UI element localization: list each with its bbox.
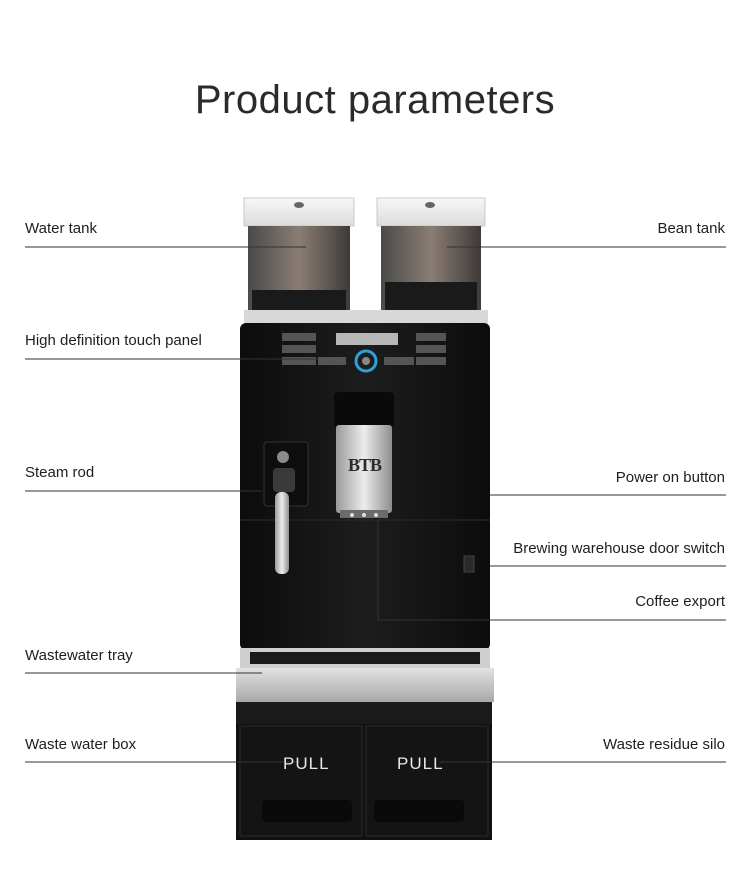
page-title: Product parameters (194, 78, 556, 122)
drawers (236, 702, 492, 840)
label-waste-residue-silo: Waste residue silo (603, 736, 725, 753)
water-tank (243, 197, 355, 312)
touch-panel (282, 333, 446, 373)
label-steam-rod: Steam rod (25, 464, 95, 481)
label-door-switch: Brewing warehouse door switch (513, 540, 725, 557)
wastewater-tray (236, 648, 494, 702)
label-waste-water-box: Waste water box (25, 736, 137, 753)
coffee-dispenser (334, 392, 394, 518)
label-power-button: Power on button (615, 469, 725, 486)
pull-label-right: PULL (397, 754, 444, 773)
leader-lines (25, 246, 726, 763)
label-wastewater-tray: Wastewater tray (25, 647, 133, 664)
label-touch-panel: High definition touch panel (25, 332, 202, 349)
label-coffee-export: Coffee export (635, 593, 725, 610)
steam-rod (263, 441, 309, 574)
pull-label-left: PULL (283, 754, 330, 773)
label-water-tank: Water tank (25, 220, 97, 237)
door-switch (463, 555, 475, 573)
brand-logo: BTB (348, 455, 382, 475)
label-bean-tank: Bean tank (657, 220, 725, 237)
bean-tank (376, 197, 486, 312)
